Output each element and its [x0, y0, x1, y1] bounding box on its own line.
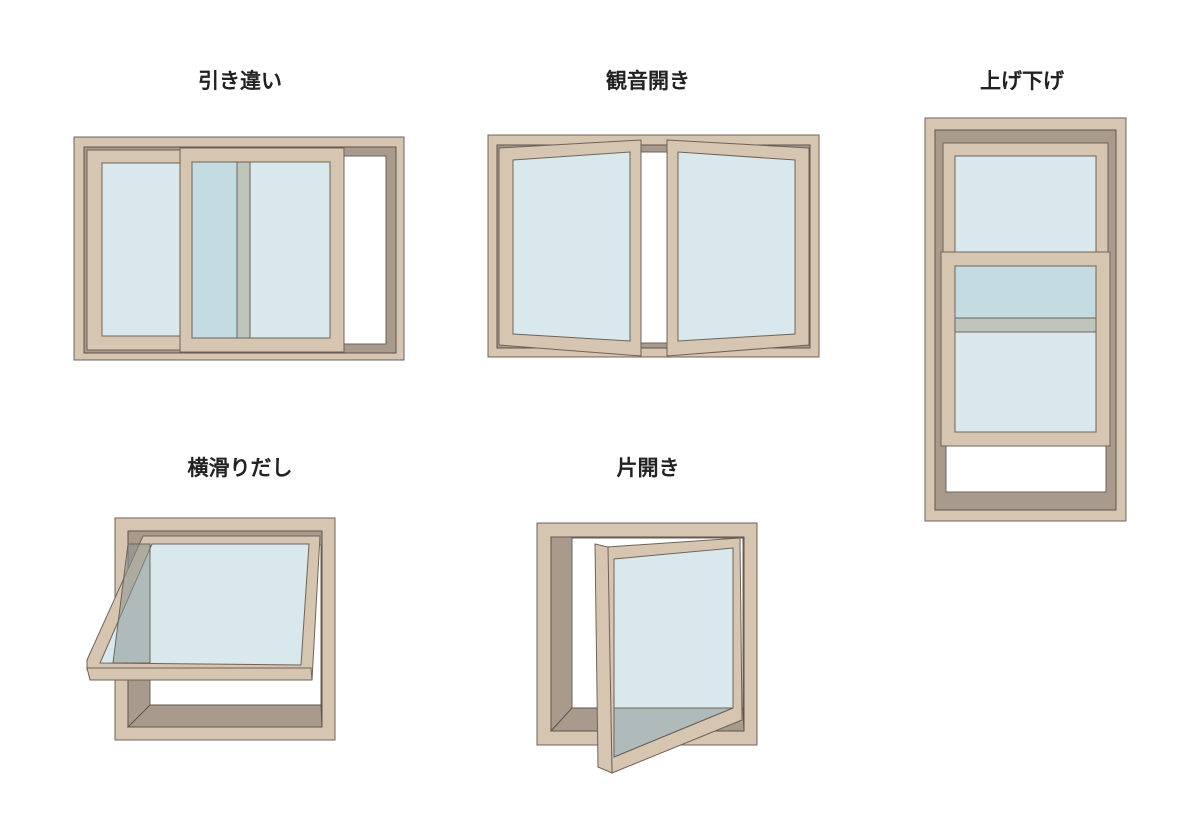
- window-label: 片開き: [617, 456, 680, 480]
- window-hung: 上げ下げ: [924, 69, 1127, 522]
- glass-pane: [954, 155, 1097, 253]
- sash-edge: [594, 543, 613, 774]
- open-gap: [945, 445, 1107, 493]
- overlap-glass: [191, 161, 238, 339]
- window-label: 観音開き: [606, 69, 690, 93]
- window-projecting: 横滑りだし: [86, 456, 336, 741]
- glass-shadow: [613, 707, 734, 758]
- window-single-casement: 片開き: [536, 456, 758, 774]
- sash-rail: [954, 317, 1097, 333]
- glass-pane: [249, 161, 331, 339]
- sash-rail: [236, 161, 251, 339]
- window-sliding: 引き違い: [73, 69, 405, 361]
- window-label: 引き違い: [198, 69, 282, 93]
- window-double-casement: 観音開き: [487, 69, 820, 358]
- window-label: 横滑りだし: [188, 456, 293, 480]
- glass-pane: [99, 543, 310, 666]
- overlap-glass: [954, 265, 1097, 319]
- glass-pane: [677, 151, 796, 342]
- open-gap: [640, 151, 668, 344]
- glass-shadow: [112, 543, 151, 664]
- open-gap: [343, 155, 387, 345]
- glass-pane: [101, 162, 183, 337]
- sill-shadow: [126, 704, 323, 728]
- sash-edge: [86, 667, 313, 681]
- glass-pane: [512, 151, 631, 342]
- window-label: 上げ下げ: [980, 69, 1065, 93]
- glass-pane: [954, 331, 1097, 433]
